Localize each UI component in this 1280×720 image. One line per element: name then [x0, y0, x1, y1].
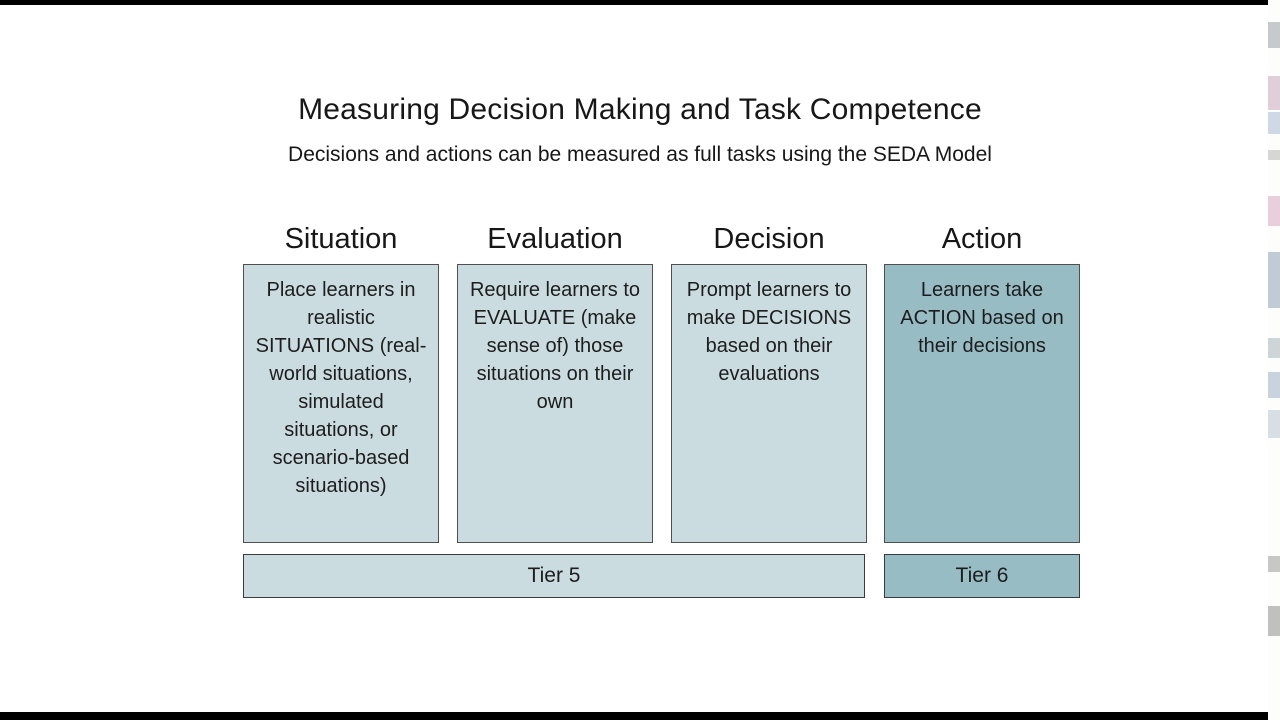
seda-column-situation: Situation Place learners in realistic SI…	[243, 220, 439, 543]
adjacent-panel-edge	[1268, 0, 1280, 720]
letterbox-top-bar	[0, 0, 1280, 5]
seda-column-action: Action Learners take ACTION based on the…	[884, 220, 1080, 543]
column-body-evaluation: Require learners to EVALUATE (make sense…	[457, 264, 653, 543]
column-body-situation: Place learners in realistic SITUATIONS (…	[243, 264, 439, 543]
tier-bar-6: Tier 6	[884, 554, 1080, 598]
column-body-action: Learners take ACTION based on their deci…	[884, 264, 1080, 543]
column-header-situation: Situation	[284, 223, 398, 255]
slide-subtitle: Decisions and actions can be measured as…	[288, 143, 992, 166]
slide-canvas: Measuring Decision Making and Task Compe…	[0, 5, 1280, 712]
column-body-decision: Prompt learners to make DECISIONS based …	[671, 264, 867, 543]
letterbox-bottom-bar	[0, 712, 1280, 720]
column-header-decision: Decision	[713, 223, 825, 255]
column-header-evaluation: Evaluation	[487, 223, 623, 255]
seda-model-diagram: Situation Place learners in realistic SI…	[243, 220, 1081, 600]
seda-column-evaluation: Evaluation Require learners to EVALUATE …	[457, 220, 653, 543]
tier-bar-5: Tier 5	[243, 554, 865, 598]
column-header-action: Action	[941, 223, 1023, 255]
seda-column-decision: Decision Prompt learners to make DECISIO…	[671, 220, 867, 543]
slide-title: Measuring Decision Making and Task Compe…	[298, 93, 982, 126]
